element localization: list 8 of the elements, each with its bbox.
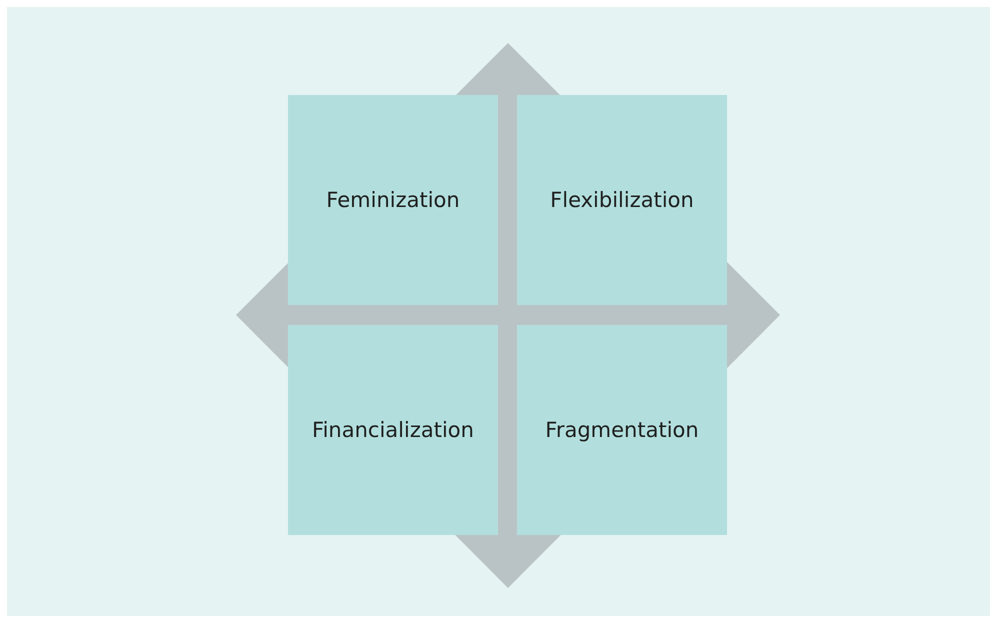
quadrant-label: Fragmentation	[545, 418, 699, 442]
quadrant-label: Feminization	[326, 188, 460, 212]
quadrant-box	[288, 325, 498, 535]
quadrant-box	[517, 95, 727, 305]
quadrant-box	[288, 95, 498, 305]
quadrant-label: Flexibilization	[550, 188, 694, 212]
quadrant-box	[517, 325, 727, 535]
quadrant-label: Financialization	[312, 418, 474, 442]
